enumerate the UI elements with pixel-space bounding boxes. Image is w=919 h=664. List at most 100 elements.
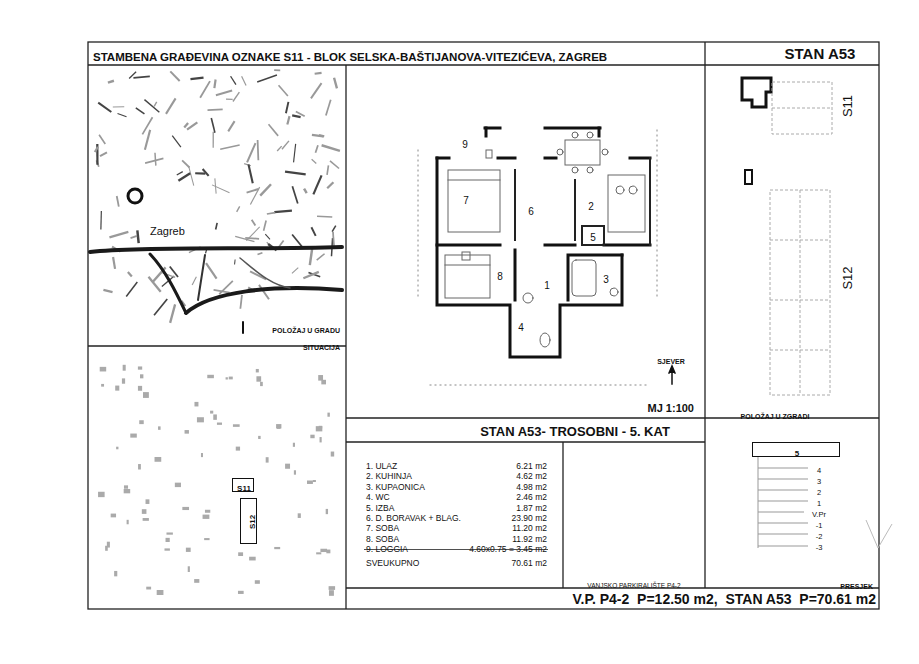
street-line xyxy=(327,182,333,188)
site-mark xyxy=(316,552,321,554)
panel-text: V.P. P4-2 P=12.50 m2, STAN A53 P=70.61 m… xyxy=(572,591,876,607)
street-line xyxy=(133,76,149,78)
site-mark xyxy=(238,591,244,594)
street-line xyxy=(313,175,321,194)
street-line xyxy=(286,102,289,113)
panel-text: STAN A53- TROSOBNI - 5. KAT xyxy=(480,424,670,439)
site-mark xyxy=(98,492,105,497)
room-area: 11.20 m2 xyxy=(512,523,547,533)
panel-text: MJ 1:100 xyxy=(648,402,694,414)
outlined-box: 5 xyxy=(752,442,840,457)
site-mark xyxy=(194,579,199,583)
site-mark xyxy=(185,430,189,434)
site-mark xyxy=(293,443,295,447)
site-mark xyxy=(164,548,169,550)
site-mark xyxy=(274,547,280,549)
site-mark xyxy=(143,392,149,398)
site-mark xyxy=(255,580,260,584)
street-line xyxy=(285,172,306,175)
street-line xyxy=(260,184,271,195)
street-line xyxy=(192,277,196,285)
site-mark xyxy=(127,520,129,524)
label-wrap: -2 xyxy=(816,525,823,543)
street-line xyxy=(332,226,336,232)
room-area: 4.62 m2 xyxy=(516,471,547,481)
street-line xyxy=(170,71,179,81)
street-line xyxy=(315,72,322,75)
label-wrap: 1. ULAZ xyxy=(366,455,397,473)
room-name: 2. KUHINJA xyxy=(366,471,412,481)
street-line xyxy=(145,158,163,163)
street-line xyxy=(216,91,232,96)
site-mark xyxy=(326,550,330,554)
site-mark xyxy=(226,377,228,379)
label-wrap: S12 xyxy=(838,266,856,289)
street-line xyxy=(311,83,322,98)
site-mark xyxy=(188,566,190,572)
street-line xyxy=(237,206,240,211)
site-mark xyxy=(146,587,151,590)
floor-number: 4 xyxy=(817,466,821,475)
street-line xyxy=(98,103,111,112)
site-mark xyxy=(146,499,150,504)
street-line xyxy=(154,102,157,106)
street-line xyxy=(220,145,239,149)
room-number: 1 xyxy=(544,280,550,291)
text-wrap: Zagreb xyxy=(150,221,185,239)
street-line xyxy=(100,211,102,229)
panel-text: STAN A53 xyxy=(785,45,856,62)
label-wrap: 23.90 m2 xyxy=(512,507,547,525)
street-line xyxy=(292,115,300,117)
street-line xyxy=(109,232,128,237)
site-mark xyxy=(111,514,116,518)
street-line xyxy=(277,146,282,151)
site-mark xyxy=(101,384,104,387)
room-number: 8 xyxy=(497,271,503,282)
label-wrap: 11.92 m2 xyxy=(512,528,547,546)
street-line xyxy=(182,160,189,167)
street-line xyxy=(269,124,279,136)
street-line xyxy=(258,253,263,255)
text-wrap: POLOŽAJ U GRADU xyxy=(272,319,340,337)
site-mark xyxy=(213,414,217,419)
street-line xyxy=(233,92,239,101)
street-line xyxy=(235,236,254,241)
street-line xyxy=(326,100,331,116)
sheet-panel: STAN A53- TROSOBNI - 5. KAT xyxy=(346,418,705,442)
street-line xyxy=(274,69,280,71)
panel-text: S11 xyxy=(237,484,251,493)
panel-text: POLOŽAJ U ZGRADI xyxy=(741,413,810,420)
site-mark xyxy=(207,375,214,378)
site-mark xyxy=(298,513,301,518)
text-wrap: STAN A53 xyxy=(785,45,856,63)
site-mark xyxy=(130,434,137,438)
room-name: 4. WC xyxy=(366,492,390,502)
room-name: 3. KUPAONICA xyxy=(366,482,425,492)
site-mark xyxy=(233,424,240,427)
site-mark xyxy=(138,386,142,391)
room-number: 7 xyxy=(463,195,469,206)
site-mark xyxy=(320,549,327,552)
street-line xyxy=(215,178,216,193)
text-wrap: MJ 1:100 xyxy=(648,398,694,416)
site-mark xyxy=(258,436,260,439)
street-line xyxy=(144,100,159,113)
street-line xyxy=(315,145,317,153)
street-line xyxy=(177,172,183,175)
site-mark xyxy=(307,480,313,483)
site-mark xyxy=(124,485,128,488)
room-number: 3 xyxy=(603,274,609,285)
site-mark xyxy=(123,365,126,371)
room-area: 6.21 m2 xyxy=(516,461,547,471)
room-area: 1.87 m2 xyxy=(516,503,547,513)
label-wrap: SVEUKUPNO xyxy=(366,552,419,570)
site-mark xyxy=(143,518,149,521)
site-mark xyxy=(139,420,143,424)
room-name: 5. IZBA xyxy=(366,503,394,513)
street-line xyxy=(137,230,138,243)
street-line xyxy=(317,215,332,217)
site-mark xyxy=(157,590,164,595)
street-line xyxy=(247,189,259,193)
